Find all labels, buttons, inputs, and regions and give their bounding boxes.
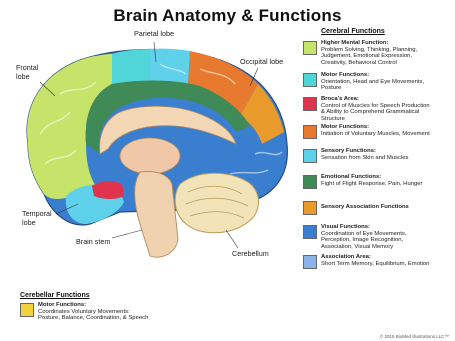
label-frontal: Frontal lobe [16, 63, 39, 81]
legend-swatch [303, 201, 317, 215]
label-brainstem: Brain stem [76, 237, 111, 246]
legend-item-desc: Fight of Flight Response, Pain, Hunger [321, 180, 423, 187]
brainstem-shape [134, 171, 179, 258]
legend-swatch [303, 41, 317, 55]
legend-item-desc: Problem Solving, Thinking, Planning, Jud… [321, 46, 418, 66]
legend-item-desc: Coordination of Eye Movements, Perceptio… [321, 230, 407, 250]
brain-illustration [26, 41, 288, 258]
legend-heading: Cerebral Functions [321, 28, 385, 35]
frontal-region [27, 54, 113, 199]
legend-item-title: Broca's Area: [321, 96, 359, 102]
legend-swatch [20, 303, 34, 317]
legend-item-title: Association Area: [321, 254, 371, 260]
legend-item-title: Motor Functions: [321, 72, 370, 78]
page-title: Brain Anatomy & Functions [113, 6, 342, 25]
legend-swatch [303, 149, 317, 163]
legend-item: Motor Functions:Coordinates Voluntary Mo… [20, 302, 240, 322]
legend-item-title: Motor Functions: [38, 302, 87, 308]
motor-region [112, 49, 150, 84]
legend-item: Sensory Association Functions [303, 200, 453, 215]
limbic-region [85, 80, 251, 154]
label-temporal: Temporal lobe [22, 209, 52, 227]
label-occipital: Occipital lobe [240, 57, 284, 66]
cerebellar-heading: Cerebellar Functions [20, 292, 90, 299]
legend-swatch [303, 97, 317, 111]
brain-diagram: Parietal lobe Frontal lobe Occipital lob… [0, 24, 300, 284]
broca-region [92, 181, 124, 199]
orange-region [188, 51, 258, 116]
legend-item: Higher Mental Function:Problem Solving, … [303, 40, 453, 66]
cerebellar-legend: Cerebellar Functions Motor Functions:Coo… [20, 292, 250, 322]
legend-swatch [303, 255, 317, 269]
legend-item: Emotional Functions:Fight of Flight Resp… [303, 174, 453, 189]
legend-swatch [303, 73, 317, 87]
corpus-callosum [99, 105, 237, 155]
legend-item-desc: Coordinates Voluntary Movements: Posture… [38, 308, 149, 322]
legend-item-desc: Orientation, Head and Eye Movements, Pos… [321, 78, 425, 92]
legend-item: Broca's Area:Control of Muscles for Spee… [303, 96, 453, 122]
thalamus [119, 137, 181, 175]
legend-swatch [303, 125, 317, 139]
cerebellum-shape [174, 172, 259, 234]
legend-item: Motor Functions:Initiation of Voluntary … [303, 124, 453, 139]
legend-item-desc: Sensation from Skin and Muscles [321, 154, 409, 161]
legend-item-desc: Short Term Memory, Equilibrium, Emotion [321, 260, 430, 267]
legend-item-title: Higher Mental Function: [321, 40, 389, 46]
label-parietal: Parietal lobe [134, 29, 174, 38]
legend-swatch [303, 175, 317, 189]
legend-item-title: Sensory Functions: [321, 148, 376, 154]
legend-item-title: Motor Functions: [321, 124, 370, 130]
label-cerebellum: Cerebellum [232, 249, 269, 258]
legend-swatch [303, 225, 317, 239]
legend-item: Sensory Functions:Sensation from Skin an… [303, 148, 453, 163]
legend-item-title: Sensory Association Functions [321, 204, 409, 210]
credit-text: © 2015 BioMed Illustrations LLC™ [379, 334, 449, 339]
legend-item-desc: Control of Muscles for Speech Production… [321, 102, 430, 122]
legend-item-title: Emotional Functions: [321, 174, 382, 180]
legend-item-title: Visual Functions: [321, 224, 370, 230]
legend-item: Motor Functions:Orientation, Head and Ey… [303, 72, 453, 92]
legend-item-desc: Initiation of Voluntary Muscles, Movemen… [321, 130, 430, 137]
legend-item: Visual Functions:Coordination of Eye Mov… [303, 224, 453, 250]
parietal-region [150, 48, 190, 84]
association-region [240, 84, 284, 144]
legend-item: Association Area:Short Term Memory, Equi… [303, 254, 453, 269]
